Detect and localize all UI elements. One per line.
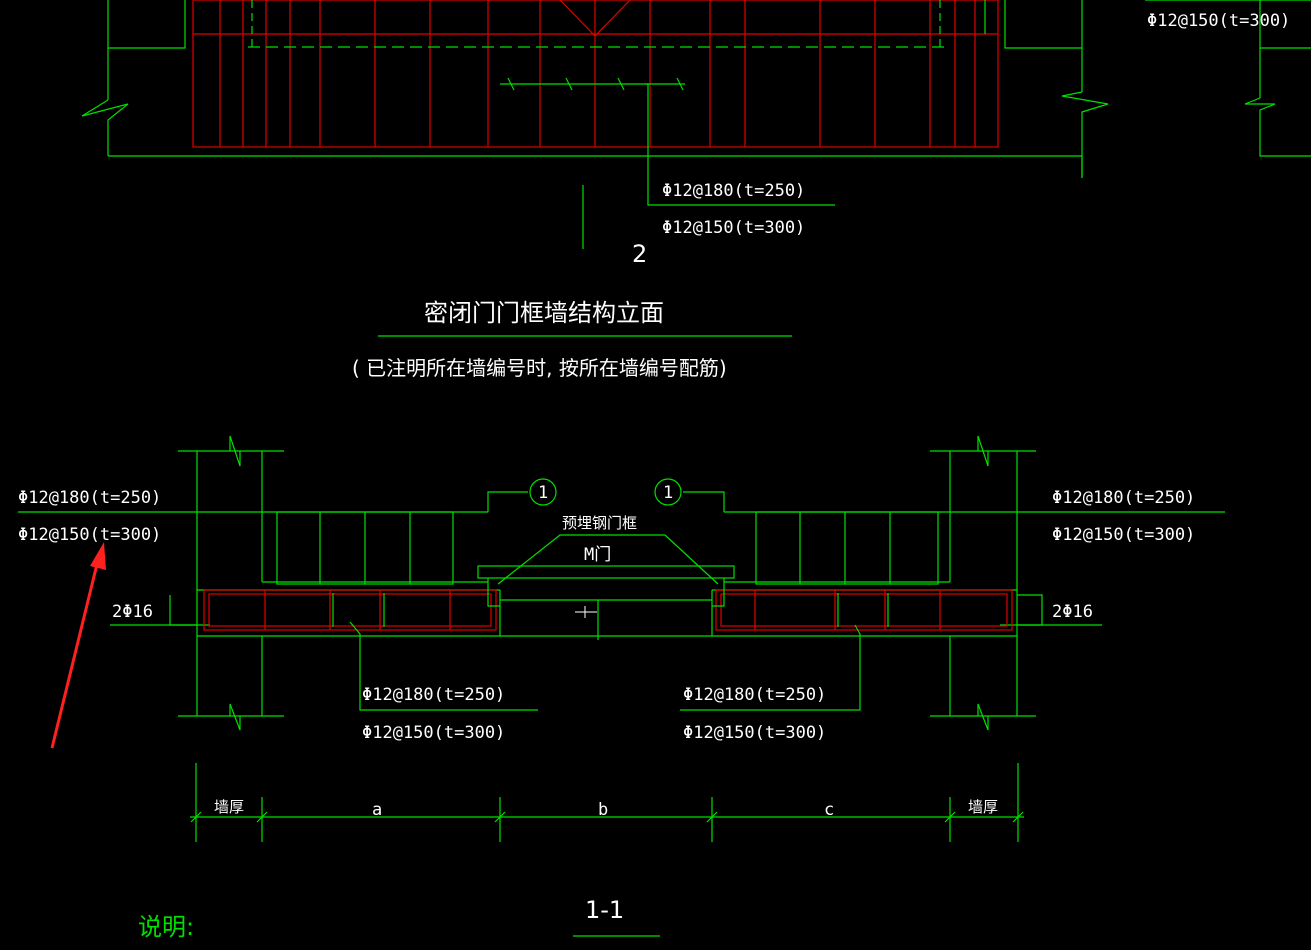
rebar-label-bottom-left-1: Φ12@180(t=250)	[362, 685, 505, 705]
dim-wall-left: 墙厚	[214, 798, 244, 816]
section-labels: Φ12@180(t=250) Φ12@150(t=300) Φ12@180(t=…	[18, 483, 1195, 941]
rebar-label-elev-2: Φ12@150(t=300)	[662, 218, 805, 238]
rebar-label-left-2: Φ12@150(t=300)	[18, 525, 161, 545]
embedded-frame-label: 预埋钢门框	[562, 514, 637, 532]
elevation-drawing	[81, 0, 1311, 249]
dim-a: a	[372, 800, 382, 820]
rebar-label-right-1: Φ12@180(t=250)	[1052, 488, 1195, 508]
rebar-label-left-1: Φ12@180(t=250)	[18, 488, 161, 508]
rebar-label-top-right: Φ12@150(t=300)	[1147, 11, 1290, 31]
elevation-note: ( 已注明所在墙编号时, 按所在墙编号配筋)	[352, 356, 727, 380]
rebar-label-bottom-right-1: Φ12@180(t=250)	[683, 685, 826, 705]
section-mark-2: 2	[632, 240, 647, 268]
elevation-labels: Φ12@150(t=300) Φ12@180(t=250) Φ12@150(t=…	[352, 11, 1290, 380]
callout-1-left: 1	[538, 483, 548, 503]
bars-label-right: 2Φ16	[1052, 602, 1093, 622]
annotation-arrow-icon	[50, 542, 106, 749]
rebar-label-elev-1: Φ12@180(t=250)	[662, 181, 805, 201]
notes-heading: 说明:	[138, 913, 194, 941]
rebar-label-bottom-left-2: Φ12@150(t=300)	[362, 723, 505, 743]
door-m-label: M门	[584, 545, 611, 565]
callout-1-right: 1	[663, 483, 673, 503]
rebar-label-right-2: Φ12@150(t=300)	[1052, 525, 1195, 545]
section-drawing	[18, 435, 1225, 937]
elevation-title: 密闭门门框墙结构立面	[424, 299, 664, 327]
dim-c: c	[824, 800, 834, 820]
dim-wall-right: 墙厚	[968, 798, 998, 816]
bars-label-left: 2Φ16	[112, 602, 153, 622]
rebar-label-bottom-right-2: Φ12@150(t=300)	[683, 723, 826, 743]
section-title-1-1: 1-1	[585, 896, 624, 924]
dim-b: b	[598, 800, 608, 820]
